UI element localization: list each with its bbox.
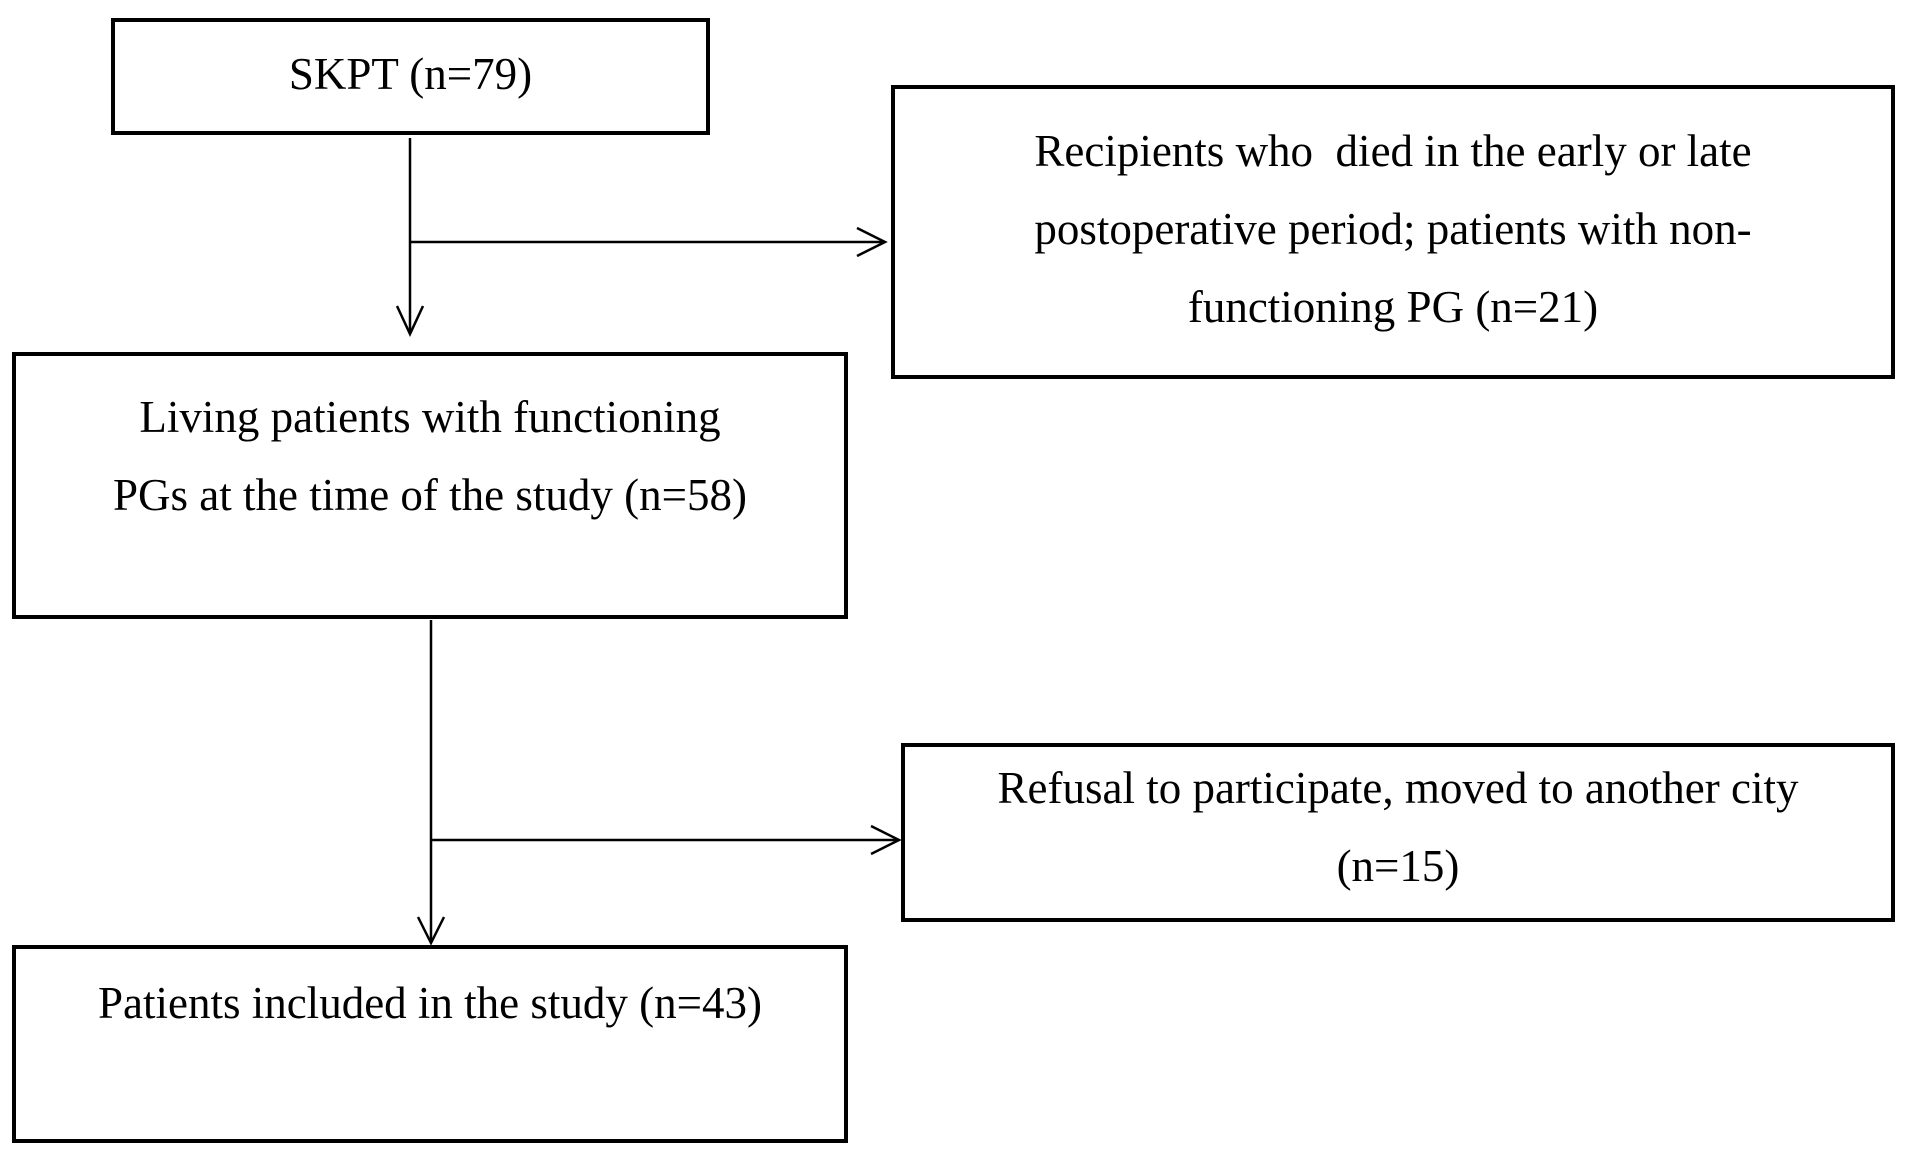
arrowhead-died [856, 226, 888, 258]
node-skpt-label: SKPT (n=79) [288, 49, 533, 99]
arrowhead-included [416, 916, 446, 946]
node-skpt: SKPT (n=79) [111, 18, 710, 135]
node-excluded-refusal-label: Refusal to participate, moved to another… [997, 763, 1799, 891]
node-included-label: Patients included in the study (n=43) [97, 978, 763, 1028]
node-excluded-refusal: Refusal to participate, moved to another… [901, 743, 1895, 922]
node-included: Patients included in the study (n=43) [12, 945, 848, 1143]
node-excluded-died: Recipients who died in the early or late… [891, 85, 1895, 379]
node-excluded-died-label: Recipients who died in the early or late… [1034, 126, 1752, 332]
node-living-patients: Living patients with functioning PGs at … [12, 352, 848, 619]
arrowhead-living [395, 305, 425, 337]
node-living-patients-label: Living patients with functioning PGs at … [112, 392, 748, 520]
arrowhead-refusal [870, 824, 902, 856]
